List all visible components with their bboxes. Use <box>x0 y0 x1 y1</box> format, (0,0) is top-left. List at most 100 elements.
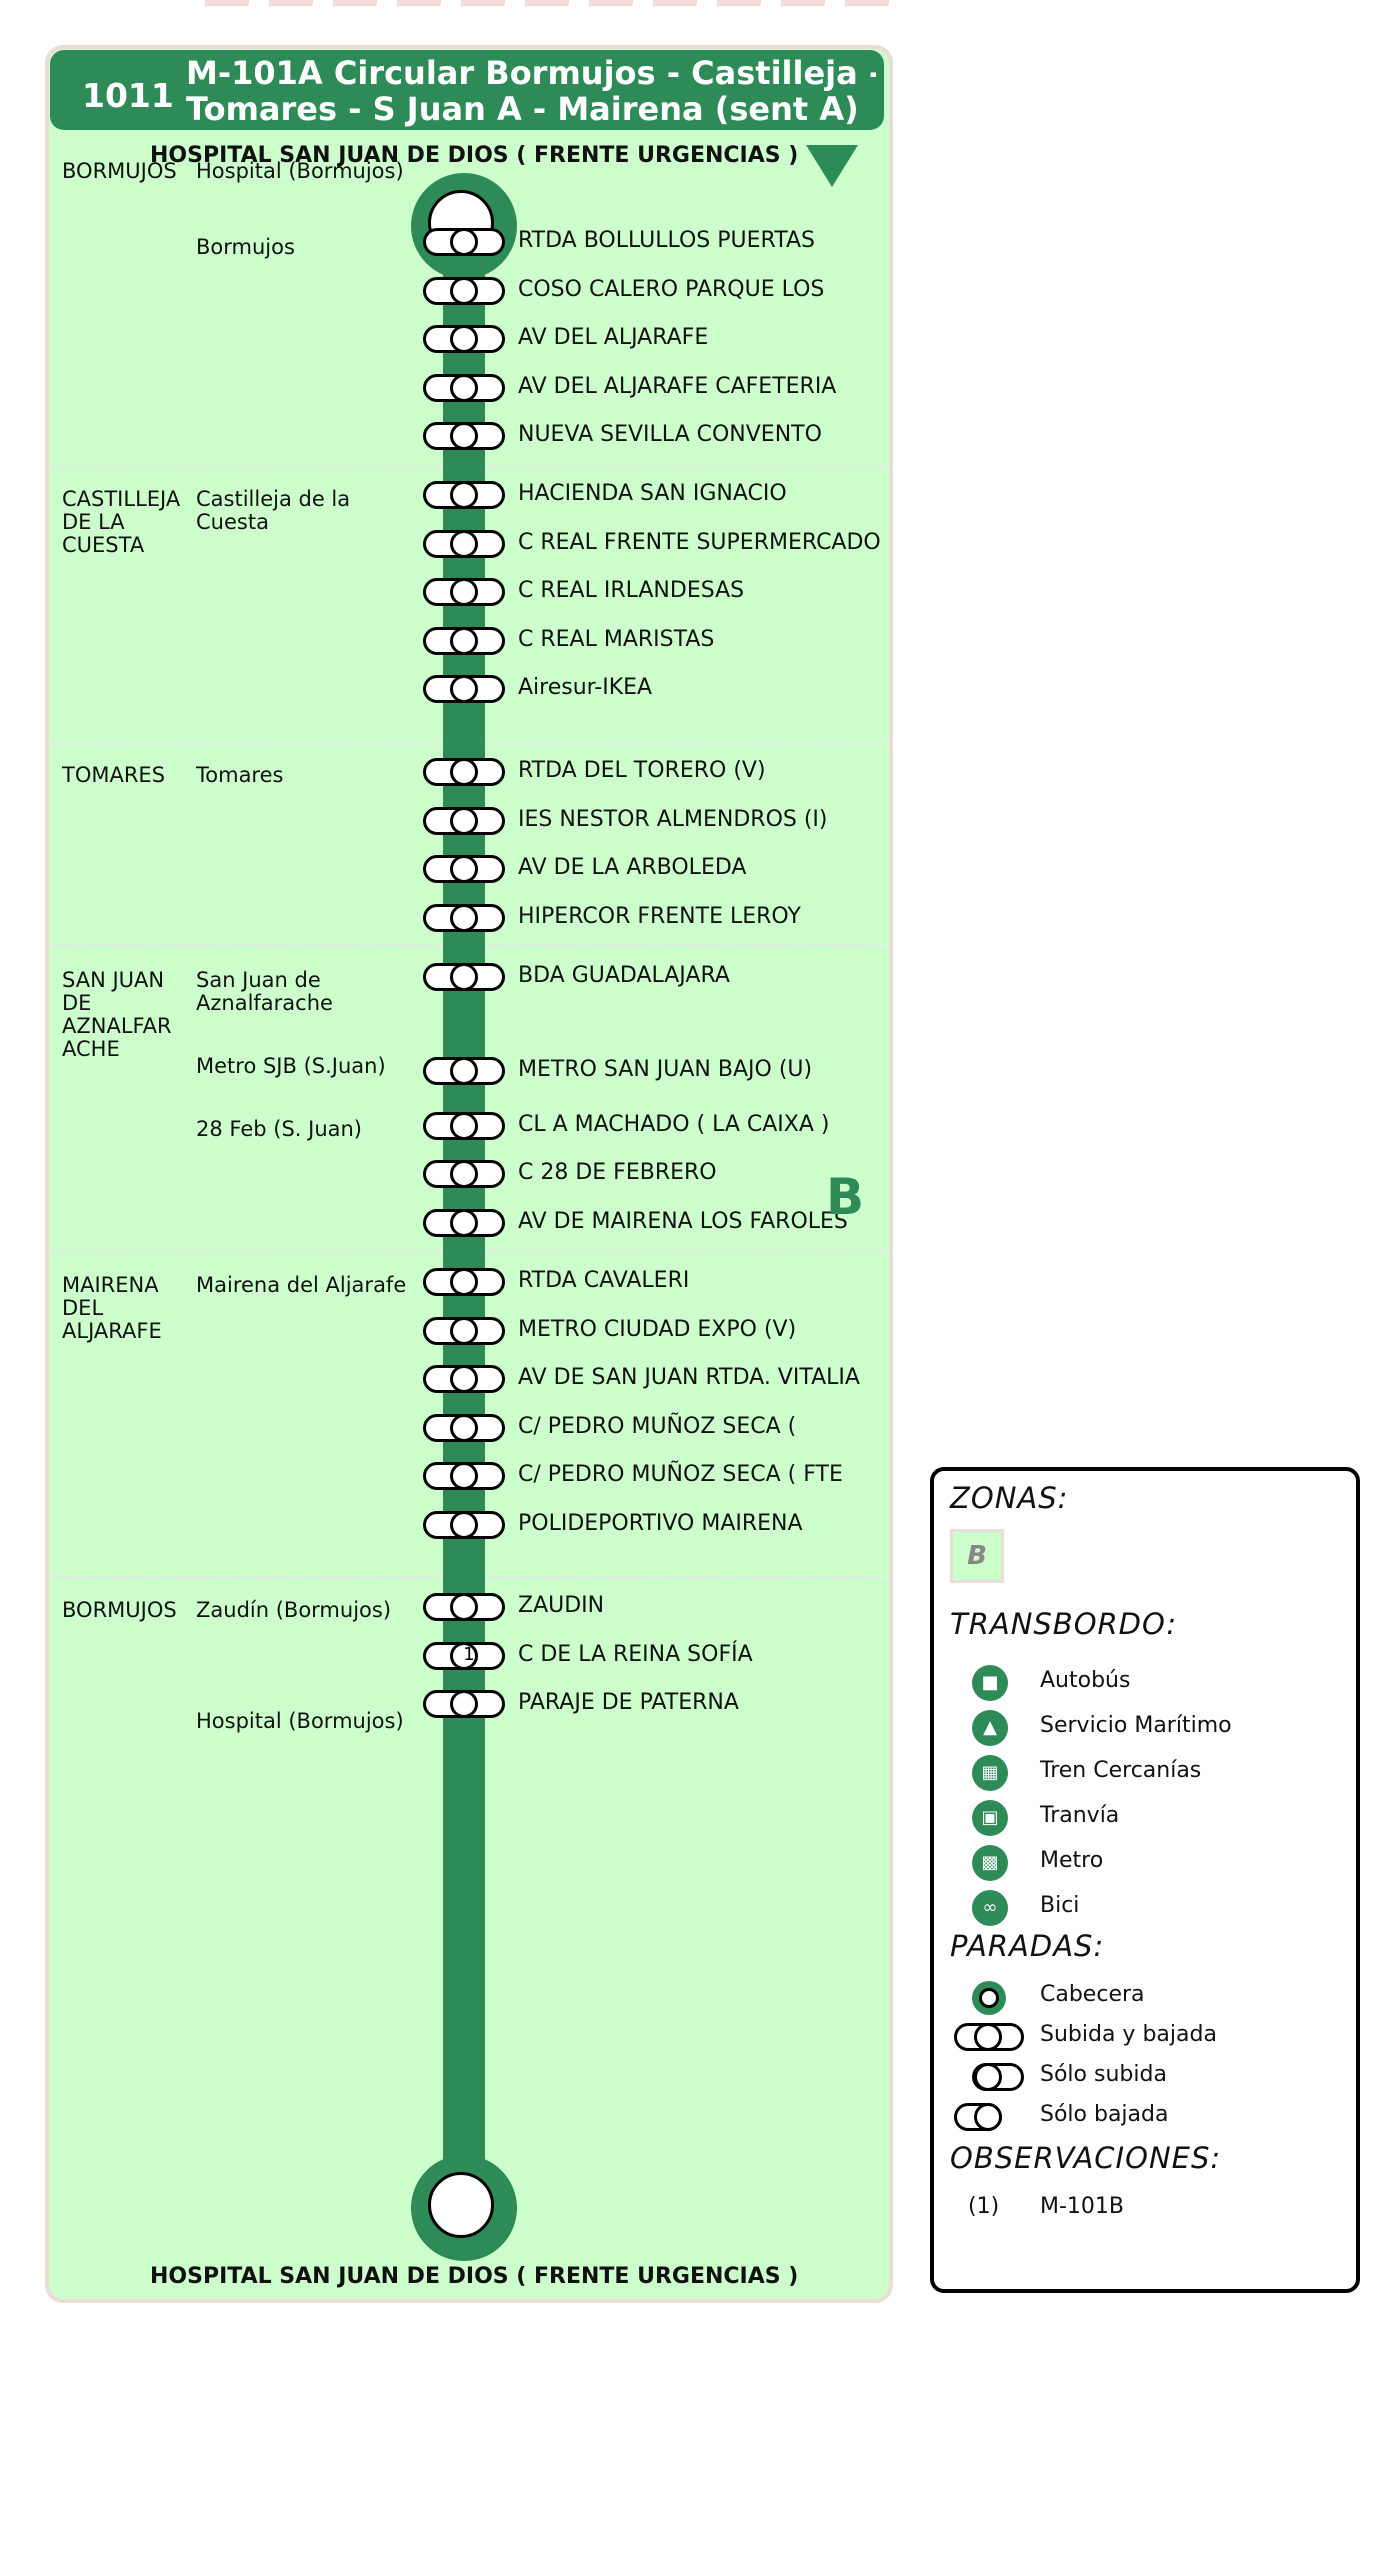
stop-both-icon <box>423 807 505 835</box>
stop-name: C DE LA REINA SOFÍA <box>518 1642 753 1667</box>
locality-label: Tomares <box>196 763 284 787</box>
stop-both-icon <box>423 228 505 256</box>
locality-label: Mairena del Aljarafe <box>196 1273 407 1297</box>
stop-name: CL A MACHADO ( LA CAIXA ) <box>518 1112 830 1137</box>
ferry-icon: ▲ <box>972 1710 1008 1746</box>
stop-both-icon <box>423 963 505 991</box>
stop-name: PARAJE DE PATERNA <box>518 1690 739 1715</box>
stop-name: C/ PEDRO MUÑOZ SECA ( <box>518 1414 797 1439</box>
stop-both-icon <box>423 1112 505 1140</box>
stop-name: AV DE SAN JUAN RTDA. VITALIA <box>518 1365 860 1390</box>
stop-name: IES NESTOR ALMENDROS (I) <box>518 807 828 832</box>
legend-parada-item: Cabecera <box>934 1977 1354 2017</box>
stop-both-icon <box>423 1462 505 1490</box>
stop-both-icon <box>423 1642 505 1670</box>
stop-name: HIPERCOR FRENTE LEROY <box>518 904 801 929</box>
legend-parada-item: Subida y bajada <box>934 2017 1354 2057</box>
legend-zone-b: B <box>950 1529 1004 1583</box>
locality-label: Hospital (Bormujos) <box>196 159 404 183</box>
legend-transbordo-item: ■Autobús <box>934 1663 1354 1703</box>
stop-both-icon <box>423 627 505 655</box>
metro-icon: ▩ <box>972 1845 1008 1881</box>
route-name: M-101A Circular Bormujos - Castilleja - … <box>186 55 876 127</box>
legend-parada-item: Sólo subida <box>934 2057 1354 2097</box>
locality-label: Castilleja de la Cuesta <box>196 487 351 534</box>
route-name-line2: Tomares - S Juan A - Mairena (sent A) <box>186 90 859 127</box>
stop-name: RTDA BOLLULLOS PUERTAS <box>518 228 815 253</box>
stop-both-icon <box>423 1268 505 1296</box>
legend-parada-item: Sólo bajada <box>934 2097 1354 2137</box>
direction-arrow-icon <box>806 145 858 187</box>
decorative-dashes <box>205 0 905 6</box>
stop-both-icon <box>423 1365 505 1393</box>
legend-transbordo-item: ∞Bici <box>934 1888 1354 1928</box>
legend-observaciones-title: OBSERVACIONES: <box>950 2141 1222 2175</box>
stop-both-icon <box>423 904 505 932</box>
stop-name: BDA GUADALAJARA <box>518 963 730 988</box>
locality-label: Bormujos <box>196 235 295 259</box>
legend-paradas-title: PARADAS: <box>950 1929 1105 1963</box>
route-number: 1011 <box>82 76 174 115</box>
stop-name: AV DE LA ARBOLEDA <box>518 855 747 880</box>
locality-label: 28 Feb (S. Juan) <box>196 1117 363 1141</box>
legend-transbordo-item: ▲Servicio Marítimo <box>934 1708 1354 1748</box>
legend: ZONAS: B TRANSBORDO: ■Autobús ▲Servicio … <box>930 1467 1360 2293</box>
tram-icon: ▣ <box>972 1800 1008 1836</box>
locality-label: Zaudín (Bormujos) <box>196 1598 392 1622</box>
stop-both-icon <box>423 675 505 703</box>
stop-name: METRO CIUDAD EXPO (V) <box>518 1317 797 1342</box>
stop-name: NUEVA SEVILLA CONVENTO <box>518 422 822 447</box>
stop-both-icon <box>423 1414 505 1442</box>
terminal-top: HOSPITAL SAN JUAN DE DIOS ( FRENTE URGEN… <box>150 143 799 168</box>
municipality-label: MAIRENA DEL ALJARAFE <box>62 1273 162 1343</box>
stop-name: C 28 DE FEBRERO <box>518 1160 717 1185</box>
stop-both-icon <box>423 1209 505 1237</box>
stop-name: C/ PEDRO MUÑOZ SECA ( FTE <box>518 1462 843 1487</box>
stop-both-icon <box>423 374 505 402</box>
stop-note-number: 1 <box>463 1644 475 1665</box>
stop-both-icon <box>423 1511 505 1539</box>
legend-transbordo-item: ▩Metro <box>934 1843 1354 1883</box>
stop-both-icon <box>423 325 505 353</box>
stop-both-icon <box>423 481 505 509</box>
stop-both-icon <box>423 277 505 305</box>
stop-both-icon <box>423 422 505 450</box>
stop-name: C REAL FRENTE SUPERMERCADO <box>518 530 881 555</box>
stop-name: ZAUDIN <box>518 1593 605 1618</box>
stop-name: C REAL MARISTAS <box>518 627 715 652</box>
terminal-start-icon <box>411 173 517 279</box>
municipality-label: SAN JUAN DE AZNALFAR ACHE <box>62 968 172 1061</box>
stop-name: AV DE MAIRENA LOS FAROLES <box>518 1209 848 1234</box>
stop-name: AV DEL ALJARAFE CAFETERIA <box>518 374 837 399</box>
terminal-end-icon <box>411 2155 517 2261</box>
stop-name: AV DEL ALJARAFE <box>518 325 709 350</box>
stop-name: COSO CALERO PARQUE LOS <box>518 277 825 302</box>
stop-both-icon <box>423 1690 505 1718</box>
stop-name: RTDA DEL TORERO (V) <box>518 758 766 783</box>
legend-observacion-item: (1)M-101B <box>968 2194 1125 2219</box>
route-header: 1011 M-101A Circular Bormujos - Castille… <box>50 50 884 130</box>
legend-transbordo-item: ▣Tranvía <box>934 1798 1354 1838</box>
stop-both-icon <box>423 758 505 786</box>
zone-letter: B <box>826 1168 865 1226</box>
bus-icon: ■ <box>972 1665 1008 1701</box>
stop-both-icon <box>423 1593 505 1621</box>
stop-both-icon <box>423 1317 505 1345</box>
stop-name: HACIENDA SAN IGNACIO <box>518 481 787 506</box>
locality-label: San Juan de Aznalfarache <box>196 968 333 1015</box>
route-name-line1: M-101A Circular Bormujos - Castilleja - <box>186 55 876 92</box>
stop-name: Airesur-IKEA <box>518 675 653 700</box>
municipality-label: BORMUJOS <box>62 1598 177 1622</box>
terminal-bottom: HOSPITAL SAN JUAN DE DIOS ( FRENTE URGEN… <box>150 2264 799 2289</box>
legend-zonas-title: ZONAS: <box>950 1481 1069 1515</box>
stop-name: RTDA CAVALERI <box>518 1268 690 1293</box>
stop-both-icon <box>423 855 505 883</box>
locality-label: Hospital (Bormujos) <box>196 1709 404 1733</box>
municipality-label: CASTILLEJA DE LA CUESTA <box>62 487 181 557</box>
bike-icon: ∞ <box>972 1890 1008 1926</box>
cabecera-icon <box>972 1981 1006 2015</box>
train-icon: ▦ <box>972 1755 1008 1791</box>
municipality-label: BORMUJOS <box>62 159 177 183</box>
legend-transbordo-item: ▦Tren Cercanías <box>934 1753 1354 1793</box>
locality-label: Metro SJB (S.Juan) <box>196 1054 386 1078</box>
